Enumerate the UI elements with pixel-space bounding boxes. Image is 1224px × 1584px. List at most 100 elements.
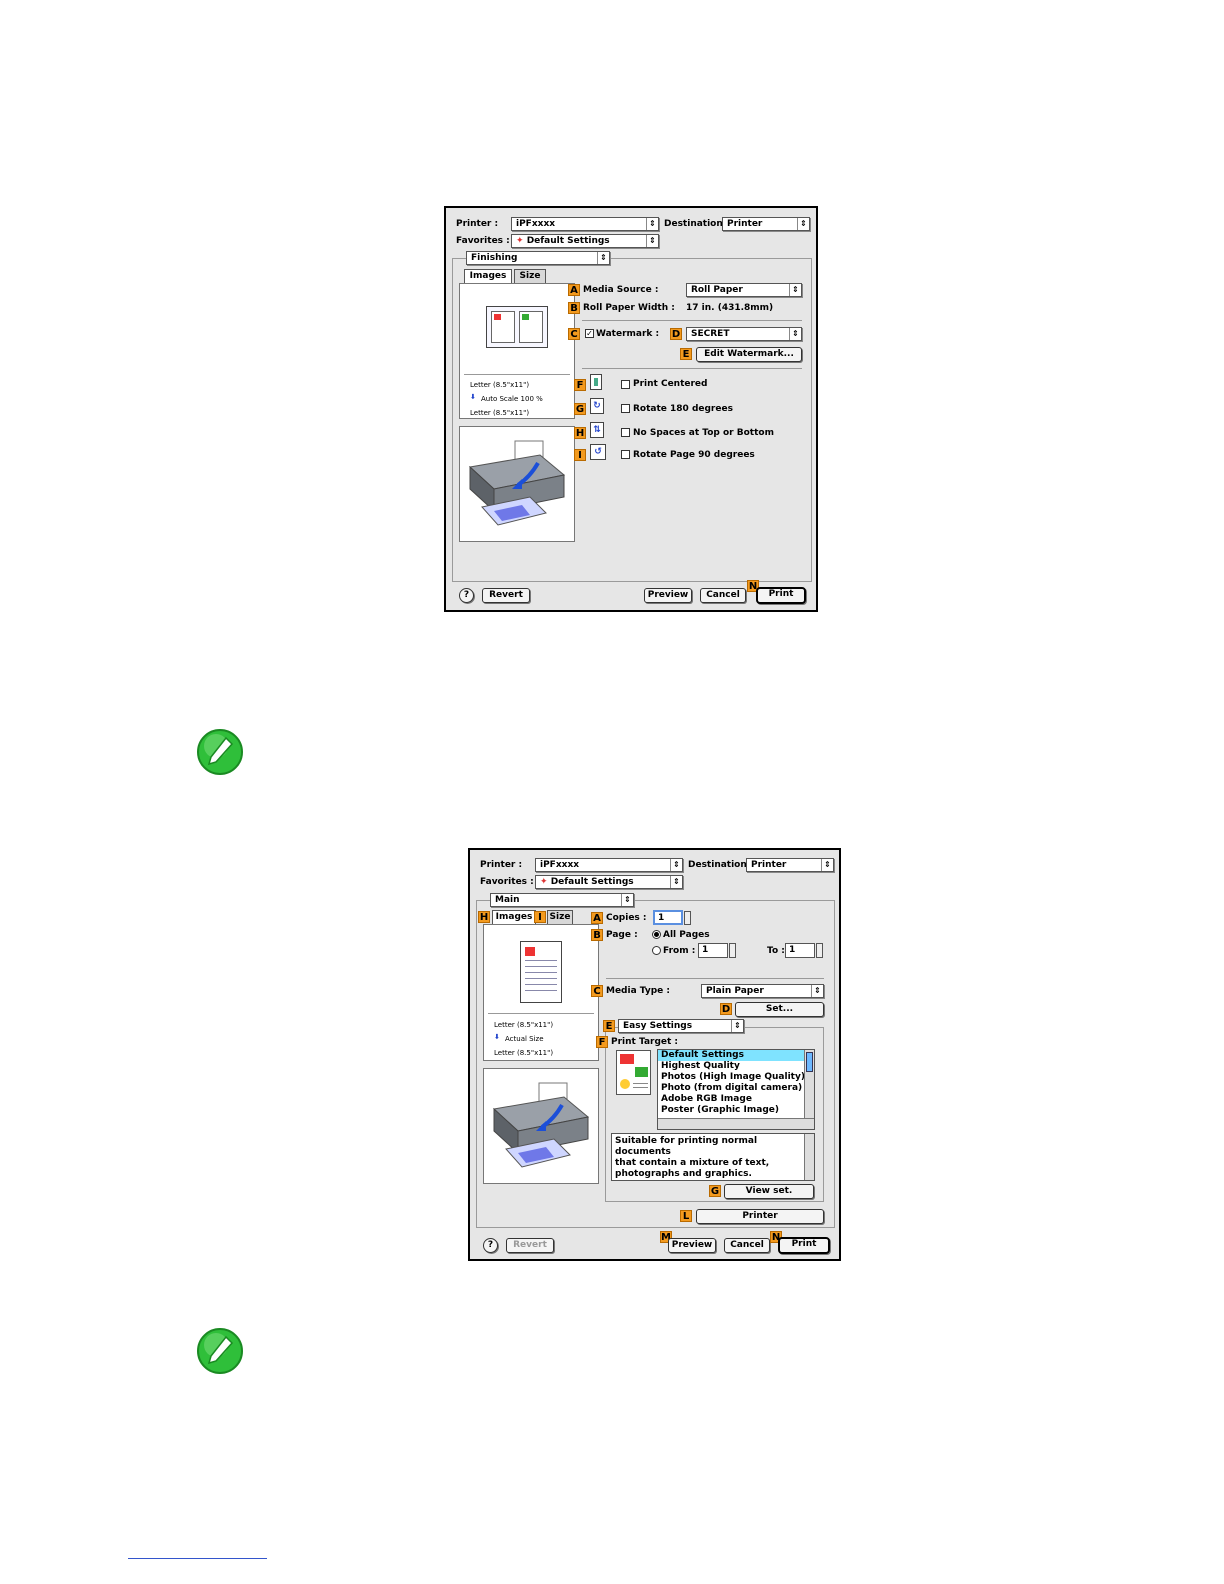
list-item[interactable]: Photo (from digital camera) — [661, 1083, 803, 1093]
revert-button[interactable]: Revert — [482, 588, 530, 603]
layout-preview-panel: Letter (8.5"x11") ⬇ Actual Size Letter (… — [483, 924, 599, 1061]
popup-arrows-icon: ⇕ — [789, 284, 801, 296]
printer-popup[interactable]: iPFxxxx ⇕ — [535, 858, 683, 872]
print-target-list[interactable]: Default Settings Highest Quality Photos … — [657, 1049, 815, 1130]
callout-d: D — [720, 1003, 732, 1015]
description-line: that contain a mixture of text, — [615, 1158, 770, 1168]
printer-popup-value: iPFxxxx — [540, 860, 580, 870]
watermark-label: Watermark : — [596, 329, 660, 339]
tab-size[interactable]: Size — [514, 269, 546, 283]
rotate-page-90-checkbox[interactable] — [621, 450, 630, 459]
help-button[interactable]: ? — [459, 588, 474, 603]
to-stepper[interactable] — [816, 943, 823, 958]
rotate-180-icon: ↻ — [590, 398, 604, 414]
copies-stepper[interactable] — [684, 911, 691, 925]
list-item[interactable]: Poster (Graphic Image) — [661, 1105, 779, 1115]
media-type-popup[interactable]: Plain Paper ⇕ — [701, 984, 824, 998]
callout-f: F — [596, 1036, 608, 1048]
tab-images[interactable]: Images — [464, 269, 512, 283]
printer-label: Printer : — [480, 860, 523, 870]
tab-images[interactable]: Images — [492, 910, 536, 924]
from-stepper[interactable] — [729, 943, 736, 958]
favorites-popup[interactable]: ✦ Default Settings ⇕ — [511, 234, 659, 248]
destination-popup-value: Printer — [727, 219, 763, 229]
printer-popup-value: iPFxxxx — [516, 219, 556, 229]
revert-button[interactable]: Revert — [506, 1238, 554, 1253]
description-scrollbar[interactable] — [804, 1134, 814, 1180]
favorites-popup-value: Default Settings — [526, 236, 610, 246]
from-field[interactable]: 1 — [698, 943, 728, 958]
description-box: Suitable for printing normal documents t… — [611, 1133, 815, 1181]
footer-link-underline[interactable] — [128, 1558, 267, 1559]
scale-info: Auto Scale 100 % — [481, 395, 543, 403]
print-centered-checkbox[interactable] — [621, 380, 630, 389]
from-label: From : — [663, 946, 696, 956]
rotate-180-label: Rotate 180 degrees — [633, 404, 733, 414]
destination-popup[interactable]: Printer ⇕ — [722, 217, 810, 231]
callout-a: A — [568, 284, 580, 296]
description-line: photographs and graphics. — [615, 1169, 752, 1179]
list-item[interactable]: Highest Quality — [661, 1061, 740, 1071]
easy-settings-value: Easy Settings — [623, 1021, 693, 1031]
destination-popup-value: Printer — [751, 860, 787, 870]
print-target-preview-icon — [616, 1050, 651, 1095]
list-item[interactable]: Photos (High Image Quality) — [661, 1072, 805, 1082]
preview-button[interactable]: Preview — [644, 588, 692, 603]
roll-paper-width-value: 17 in. (431.8mm) — [686, 303, 774, 313]
favorites-star-icon: ✦ — [516, 236, 527, 246]
watermark-popup[interactable]: SECRET ⇕ — [686, 327, 802, 341]
destination-label: Destination : — [688, 860, 754, 870]
callout-c: C — [591, 985, 603, 997]
favorites-popup-value: Default Settings — [550, 877, 634, 887]
print-button[interactable]: Print — [756, 587, 806, 604]
media-source-popup[interactable]: Roll Paper ⇕ — [686, 283, 802, 297]
panel-group — [452, 258, 812, 582]
no-spaces-checkbox[interactable] — [621, 428, 630, 437]
watermark-value: SECRET — [691, 329, 730, 339]
favorites-label: Favorites : — [480, 877, 534, 887]
panel-popup[interactable]: Finishing ⇕ — [466, 251, 610, 265]
note-pencil-icon — [196, 1327, 244, 1375]
printer-image-panel — [483, 1068, 599, 1184]
paper-size-output: Letter (8.5"x11") — [470, 409, 530, 417]
preview-button[interactable]: Preview — [668, 1238, 716, 1253]
watermark-checkbox[interactable]: ✓ — [585, 329, 594, 338]
print-button[interactable]: Print — [778, 1237, 830, 1254]
list-item[interactable]: Adobe RGB Image — [661, 1094, 752, 1104]
copies-field[interactable]: 1 — [653, 910, 683, 925]
to-field[interactable]: 1 — [785, 943, 815, 958]
help-button[interactable]: ? — [483, 1238, 498, 1253]
easy-settings-popup[interactable]: Easy Settings ⇕ — [618, 1019, 744, 1033]
callout-e: E — [680, 348, 692, 360]
list-scrollbar[interactable] — [804, 1050, 814, 1118]
printer-popup[interactable]: iPFxxxx ⇕ — [511, 217, 659, 231]
page-thumbnail-icon — [486, 306, 548, 348]
down-arrow-icon: ⬇ — [470, 393, 476, 401]
cancel-button[interactable]: Cancel — [700, 588, 746, 603]
scale-info: Actual Size — [505, 1035, 544, 1043]
set-button[interactable]: Set... — [735, 1002, 824, 1017]
destination-popup[interactable]: Printer ⇕ — [746, 858, 834, 872]
view-set-button[interactable]: View set. — [724, 1184, 814, 1199]
callout-f: F — [574, 379, 586, 391]
popup-arrows-icon: ⇕ — [731, 1020, 743, 1032]
panel-popup-value: Finishing — [471, 253, 518, 263]
edit-watermark-button[interactable]: Edit Watermark... — [696, 347, 802, 362]
favorites-popup[interactable]: ✦ Default Settings ⇕ — [535, 875, 683, 889]
paper-size-original: Letter (8.5"x11") — [470, 381, 530, 389]
print-dialog-main: Printer : iPFxxxx ⇕ Destination : Printe… — [468, 848, 841, 1261]
list-item[interactable]: Default Settings — [658, 1050, 814, 1061]
callout-c: C — [568, 328, 580, 340]
list-hscrollbar[interactable] — [658, 1118, 814, 1129]
from-radio[interactable] — [652, 946, 661, 955]
panel-popup[interactable]: Main ⇕ — [490, 893, 634, 907]
rotate-180-checkbox[interactable] — [621, 404, 630, 413]
callout-g: G — [709, 1185, 721, 1197]
printer-button[interactable]: Printer — [696, 1209, 824, 1224]
callout-i: I — [574, 449, 586, 461]
tab-size[interactable]: Size — [547, 910, 573, 924]
all-pages-radio[interactable] — [652, 930, 661, 939]
print-dialog-finishing: Printer : iPFxxxx ⇕ Destination : Printe… — [444, 206, 818, 612]
cancel-button[interactable]: Cancel — [724, 1238, 770, 1253]
to-label: To : — [767, 946, 785, 956]
